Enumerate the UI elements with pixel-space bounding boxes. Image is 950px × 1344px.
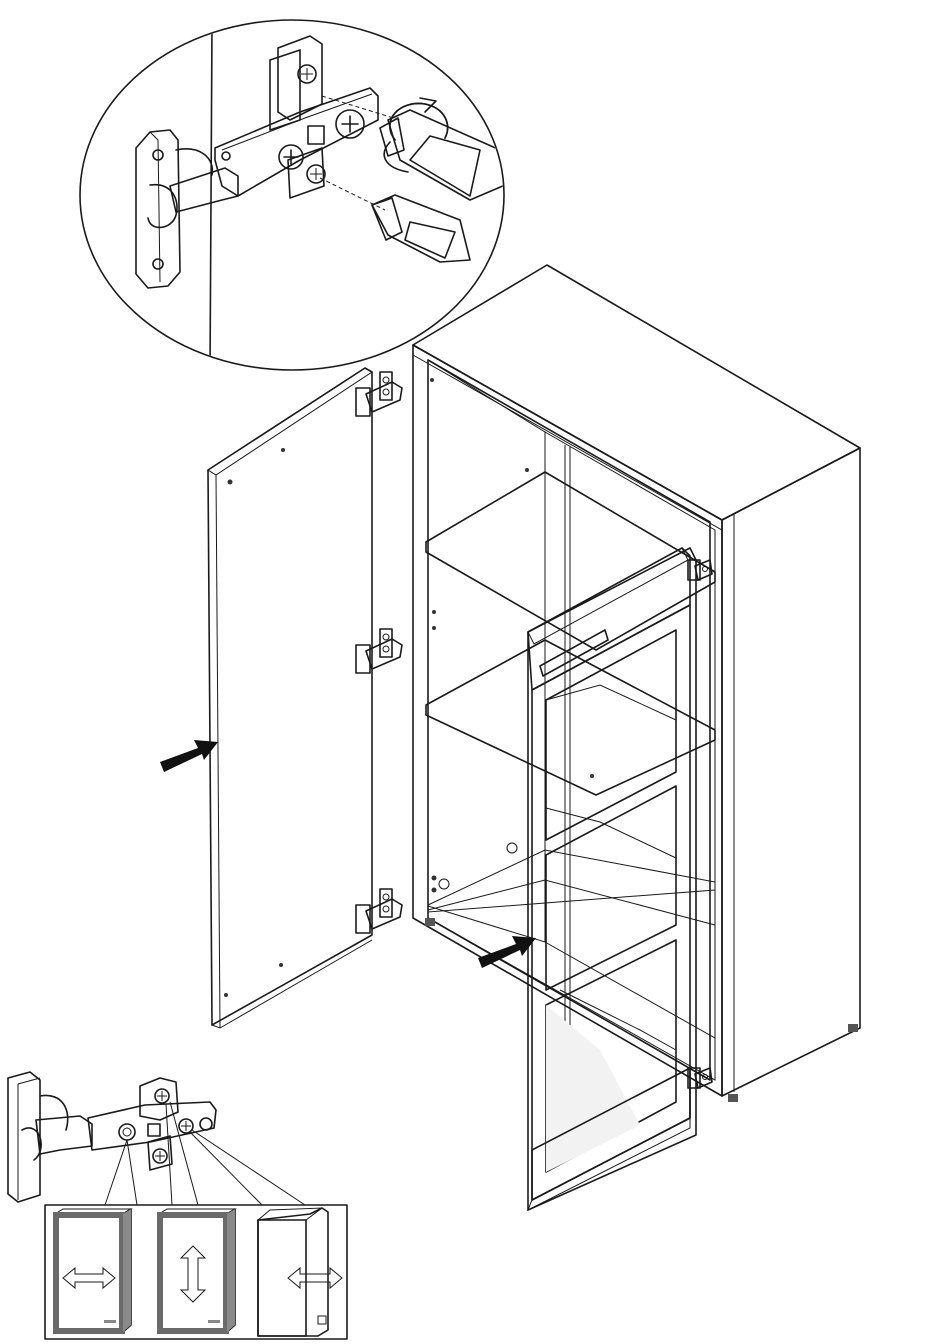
glass-door — [528, 548, 712, 1210]
hinge-plate-detail — [136, 130, 212, 288]
adjust-depth-icon — [258, 1208, 342, 1336]
solid-door — [208, 368, 402, 1028]
adjust-horizontal-icon — [55, 1209, 131, 1332]
screwdriver-icon — [372, 195, 470, 262]
door-hinge — [688, 560, 712, 580]
adjust-vertical-icon — [159, 1209, 235, 1332]
door-hinge — [356, 629, 402, 673]
hinge-arm-detail — [170, 36, 378, 212]
cabinet-carcass — [413, 265, 860, 1102]
rotate-arrow-icon — [384, 98, 447, 172]
hinge-detail-callout — [80, 20, 505, 372]
door-hinge — [356, 889, 402, 933]
hinge-adjustment-detail — [8, 1072, 347, 1339]
